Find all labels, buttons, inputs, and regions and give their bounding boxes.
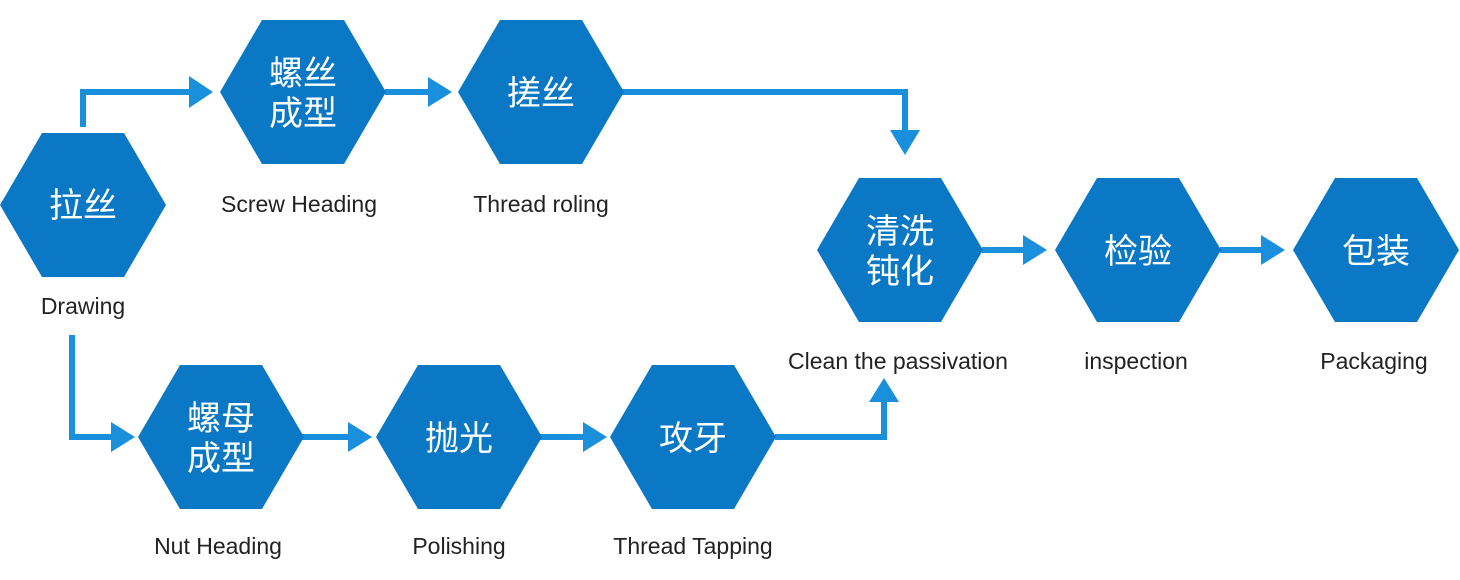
nut-heading-caption: Nut Heading bbox=[154, 533, 282, 559]
nut-heading-label-line1: 螺母 bbox=[187, 399, 255, 439]
arrowhead bbox=[583, 422, 607, 452]
polishing-label: 抛光 bbox=[425, 419, 493, 459]
arrow-thread-tapping-to-passivation bbox=[775, 398, 887, 440]
hexagon-inspection bbox=[1055, 178, 1221, 322]
drawing-caption: Drawing bbox=[41, 293, 125, 319]
hexagon-thread-rolling bbox=[458, 20, 624, 164]
arrowhead bbox=[1023, 235, 1047, 265]
arrowhead bbox=[869, 378, 899, 402]
passivation-label-line1: 清洗 bbox=[866, 212, 934, 252]
hexagon-packaging bbox=[1293, 178, 1459, 322]
arrowhead bbox=[189, 76, 213, 108]
arrowhead bbox=[428, 77, 452, 107]
thread-tapping-label: 攻牙 bbox=[659, 419, 727, 459]
thread-rolling-caption: Thread roling bbox=[473, 191, 609, 217]
hexagon-drawing bbox=[0, 133, 166, 277]
arrowhead bbox=[890, 130, 920, 155]
arrowhead bbox=[348, 422, 372, 452]
thread-rolling-label: 搓丝 bbox=[507, 74, 575, 114]
screw-heading-label-line2: 成型 bbox=[269, 94, 337, 134]
arrow-drawing-to-nut-heading bbox=[69, 335, 115, 440]
thread-tapping-caption: Thread Tapping bbox=[613, 533, 772, 559]
inspection-caption: inspection bbox=[1084, 348, 1188, 374]
arrow-drawing-to-screw-heading bbox=[80, 89, 195, 127]
drawing-label: 拉丝 bbox=[49, 186, 117, 226]
packaging-caption: Packaging bbox=[1320, 348, 1427, 374]
hexagon-screw-heading bbox=[220, 20, 386, 164]
hexagon-passivation bbox=[817, 178, 983, 322]
hexagon-nut-heading bbox=[138, 365, 304, 509]
passivation-caption: Clean the passivation bbox=[788, 348, 1008, 374]
screw-heading-caption: Screw Heading bbox=[221, 191, 377, 217]
arrow-thread-rolling-to-passivation bbox=[622, 89, 908, 133]
passivation-label-line2: 钝化 bbox=[866, 252, 934, 292]
hexagon-thread-tapping bbox=[610, 365, 776, 509]
screw-heading-label-line1: 螺丝 bbox=[269, 54, 337, 94]
polishing-caption: Polishing bbox=[412, 533, 505, 559]
hexagon-polishing bbox=[376, 365, 542, 509]
inspection-label: 检验 bbox=[1104, 232, 1172, 272]
nut-heading-label-line2: 成型 bbox=[187, 439, 255, 479]
packaging-label: 包装 bbox=[1342, 232, 1410, 272]
arrowhead bbox=[1261, 235, 1285, 265]
arrowhead bbox=[111, 422, 135, 452]
